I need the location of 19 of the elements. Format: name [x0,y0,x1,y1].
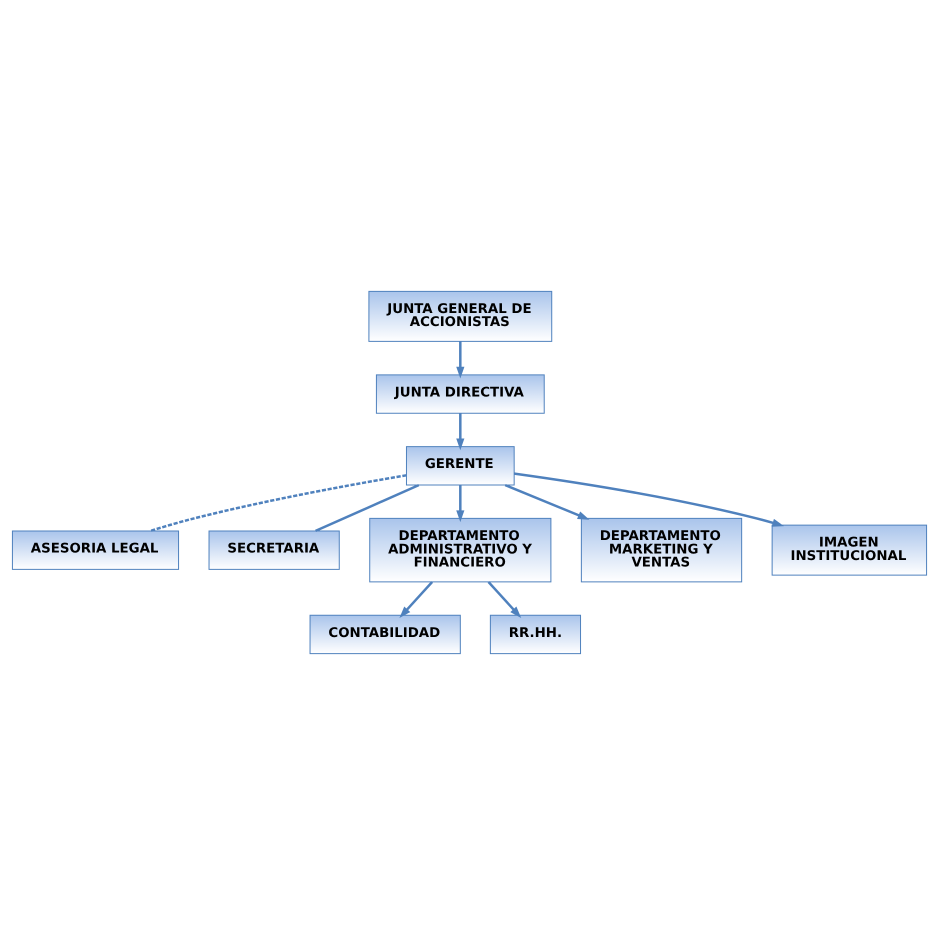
arrow [399,581,434,618]
node-box: SECRETARIA [208,530,340,570]
arrow [514,472,784,527]
node-box: JUNTA GENERAL DE ACCIONISTAS [368,290,552,342]
node-box: JUNTA DIRECTIVA [376,374,545,414]
node-box: ASESORIA LEGAL [12,530,180,570]
arrow [504,484,590,520]
node-box: IMAGEN INSTITUCIONAL [772,524,928,576]
node-box: CONTABILIDAD [310,614,461,654]
arrow [456,485,464,522]
arrow [488,581,522,618]
connector [150,474,407,532]
arrow [456,413,464,450]
connector [315,484,420,532]
node-box: GERENTE [406,446,515,486]
node-box: RR.HH. [490,614,582,654]
node-box: DEPARTAMENTO ADMINISTRATIVO Y FINANCIERO [369,518,552,582]
node-box: DEPARTAMENTO MARKETING Y VENTAS [580,518,742,582]
arrow [456,341,464,378]
